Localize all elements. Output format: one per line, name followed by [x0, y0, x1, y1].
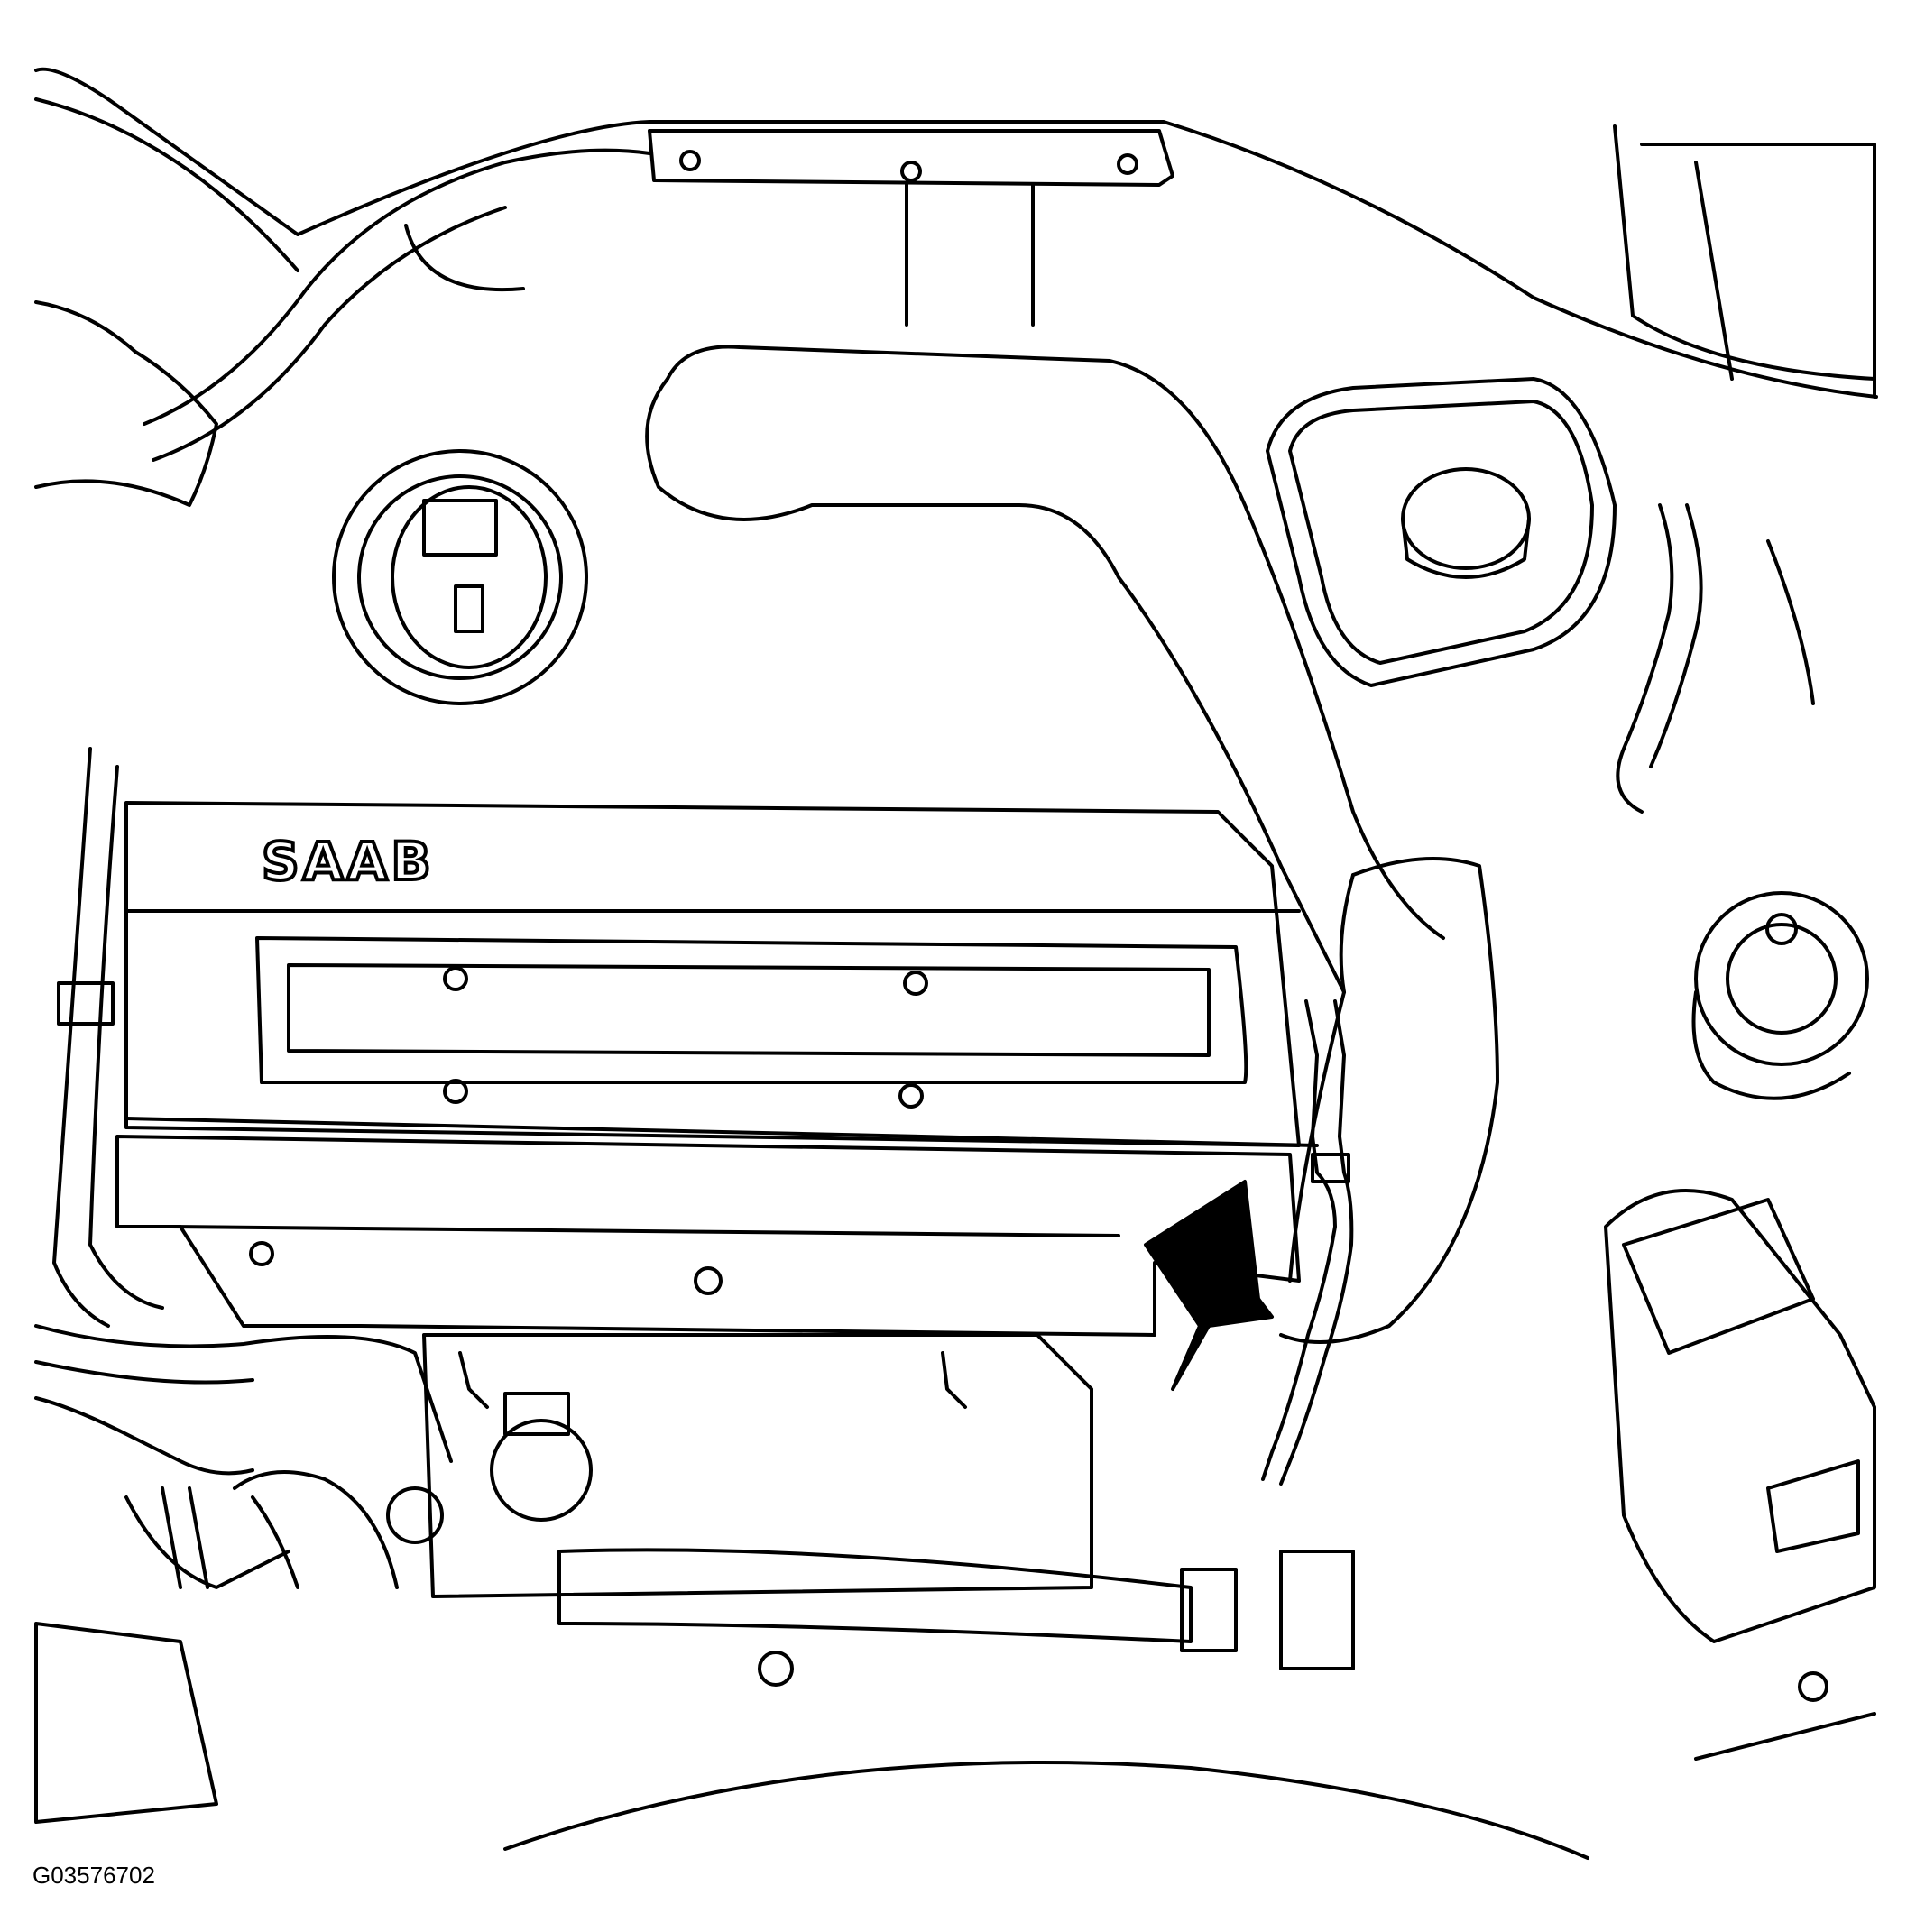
power-steering-cap [1691, 891, 1869, 1100]
throttle-body-assembly [34, 1392, 1355, 1670]
valve-cover [124, 801, 1319, 1147]
figure-id-label: G03576702 [32, 1862, 155, 1889]
lower-engine-block [115, 1135, 1301, 1598]
upper-hose-loop [143, 148, 651, 462]
lower-crossmember [34, 1622, 1876, 1860]
battery [1604, 1189, 1876, 1643]
arrow-indicator [1144, 1180, 1274, 1391]
radiator-support-bracket [648, 129, 1174, 327]
wiring-harness-right [1616, 161, 1815, 814]
saab-logo-text: SAAB [262, 831, 435, 892]
left-tubing [34, 747, 453, 1463]
coolant-reservoir [1266, 377, 1617, 687]
oil-filler-cap [332, 449, 588, 705]
sensor-cable [1261, 999, 1354, 1486]
intake-hose [645, 345, 1499, 1344]
frame-outline [34, 67, 1878, 507]
saab-logo: SAAB [260, 829, 435, 894]
